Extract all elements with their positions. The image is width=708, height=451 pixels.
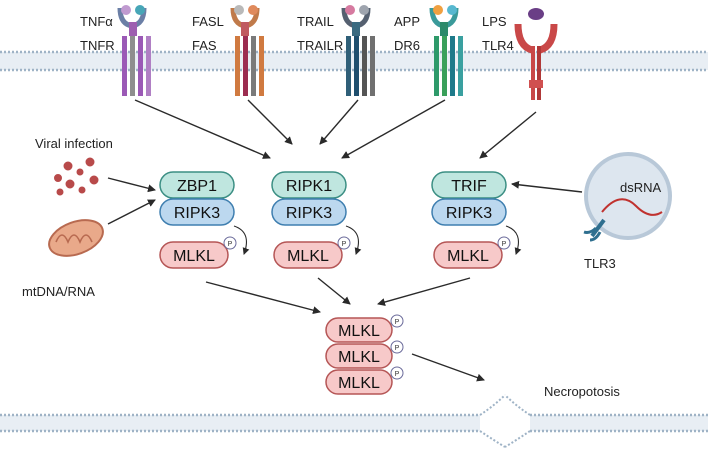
- mlkl-oligomer: MLKL P MLKL P MLKL P: [325, 314, 404, 395]
- zbp1-label: ZBP1: [177, 178, 217, 195]
- mitochondrion-icon: [48, 219, 104, 257]
- trailr-receptor-icon: [341, 5, 375, 96]
- phospho-1: P: [228, 241, 233, 248]
- tlr3-label: TLR3: [584, 256, 616, 271]
- oligomer-to-necroptosis-arrow: [411, 353, 485, 382]
- ripk3-label-1: RIPK3: [174, 205, 220, 222]
- ripk1-label: RIPK1: [286, 178, 332, 195]
- receptor-label-fas: FAS: [192, 38, 217, 53]
- oligomer-phospho-1: P: [395, 319, 400, 326]
- receptor-label-dr6: DR6: [394, 38, 420, 53]
- phospho-2: P: [342, 241, 347, 248]
- oligomer-mlkl-2: MLKL: [338, 349, 380, 366]
- viral-infection-label: Viral infection: [35, 136, 113, 151]
- receptor-label-trailr: TRAILR: [297, 38, 343, 53]
- ripk3-label-2: RIPK3: [286, 205, 332, 222]
- receptor-label-tnfr: TNFR: [80, 38, 115, 53]
- receptor-arrows: [134, 99, 537, 159]
- tlr3-to-trif-arrow: [511, 180, 583, 193]
- tlr4-receptor-icon: [514, 8, 558, 100]
- complex-trif: TRIF RIPK3 MLKL P: [431, 171, 522, 269]
- ligand-label-app: APP: [394, 14, 420, 29]
- complex-zbp1: ZBP1 RIPK3 MLKL P: [159, 171, 250, 269]
- membrane-pore: [479, 394, 531, 448]
- ligand-label-fasl: FASL: [192, 14, 224, 29]
- ligand-label-trail: TRAIL: [297, 14, 334, 29]
- mlkl-label-3: MLKL: [447, 248, 489, 265]
- necroptosis-label: Necropotosis: [544, 384, 620, 399]
- mlkl-label-1: MLKL: [173, 248, 215, 265]
- mlkl-label-2: MLKL: [287, 248, 329, 265]
- ligand-label-tnfa: TNFα: [80, 14, 113, 29]
- mtdna-to-zbp1-arrow: [107, 199, 156, 225]
- endosome-icon: [583, 152, 672, 242]
- oligomer-phospho-2: P: [395, 345, 400, 352]
- fas-receptor-icon: [230, 5, 264, 96]
- viral-to-zbp1-arrow: [107, 177, 156, 193]
- plasma-membrane-bottom: [0, 413, 708, 433]
- oligomer-mlkl-3: MLKL: [338, 375, 380, 392]
- ripk3-label-3: RIPK3: [446, 205, 492, 222]
- tnfr-receptor-icon: [117, 5, 151, 96]
- trif-label: TRIF: [451, 178, 487, 195]
- dsrna-label: dsRNA: [620, 180, 662, 195]
- oligomer-phospho-3: P: [395, 371, 400, 378]
- virus-icon: [54, 157, 99, 196]
- oligomer-arrows: [205, 277, 471, 315]
- dr6-receptor-icon: [429, 5, 463, 96]
- ligand-label-lps: LPS: [482, 14, 507, 29]
- receptor-label-tlr4: TLR4: [482, 38, 514, 53]
- phospho-3: P: [502, 241, 507, 248]
- oligomer-mlkl-1: MLKL: [338, 323, 380, 340]
- mtdna-rna-label: mtDNA/RNA: [22, 284, 95, 299]
- complex-ripk1: RIPK1 RIPK3 MLKL P: [271, 171, 362, 269]
